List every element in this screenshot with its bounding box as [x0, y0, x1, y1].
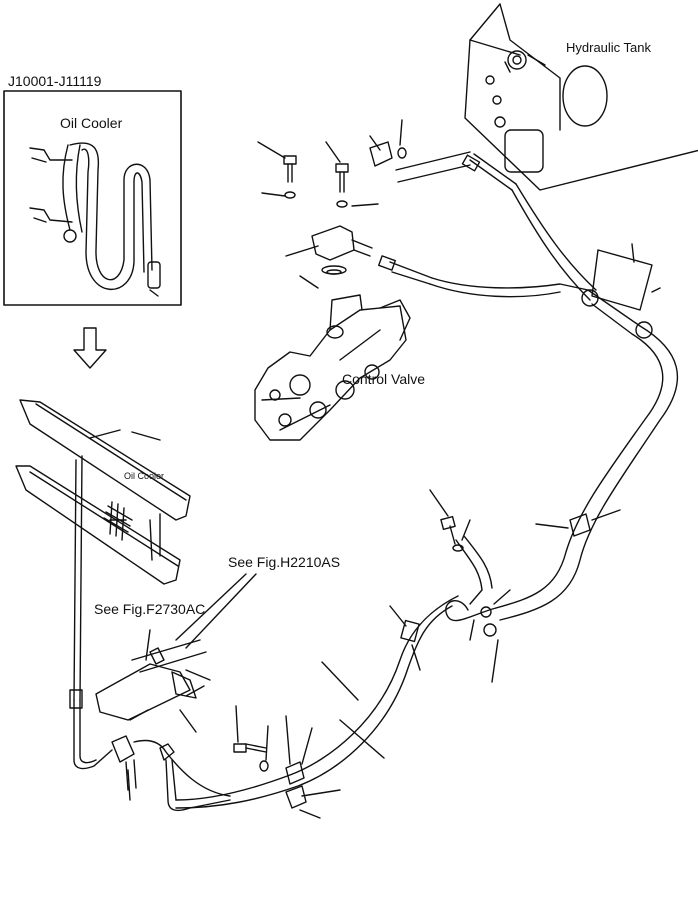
inset-title-label: Oil Cooler: [60, 115, 123, 131]
see-fig-f-label: See Fig.F2730AC: [94, 601, 205, 617]
see-fig-h-label: See Fig.H2210AS: [228, 554, 340, 570]
oil-cooler-frame-label: Oil Cooler: [124, 471, 164, 481]
serial-range-label: J10001-J11119: [8, 73, 102, 89]
valve-fittings: [283, 155, 373, 289]
inset-oil-cooler: [3, 90, 182, 306]
hydraulic-tank-label: Hydraulic Tank: [566, 40, 652, 55]
down-arrow-icon: [73, 327, 107, 369]
hydraulic-tank: [464, 3, 698, 191]
control-valve-label: Control Valve: [342, 371, 425, 387]
oil-cooler-frame: [15, 399, 191, 701]
control-valve: [254, 294, 411, 441]
